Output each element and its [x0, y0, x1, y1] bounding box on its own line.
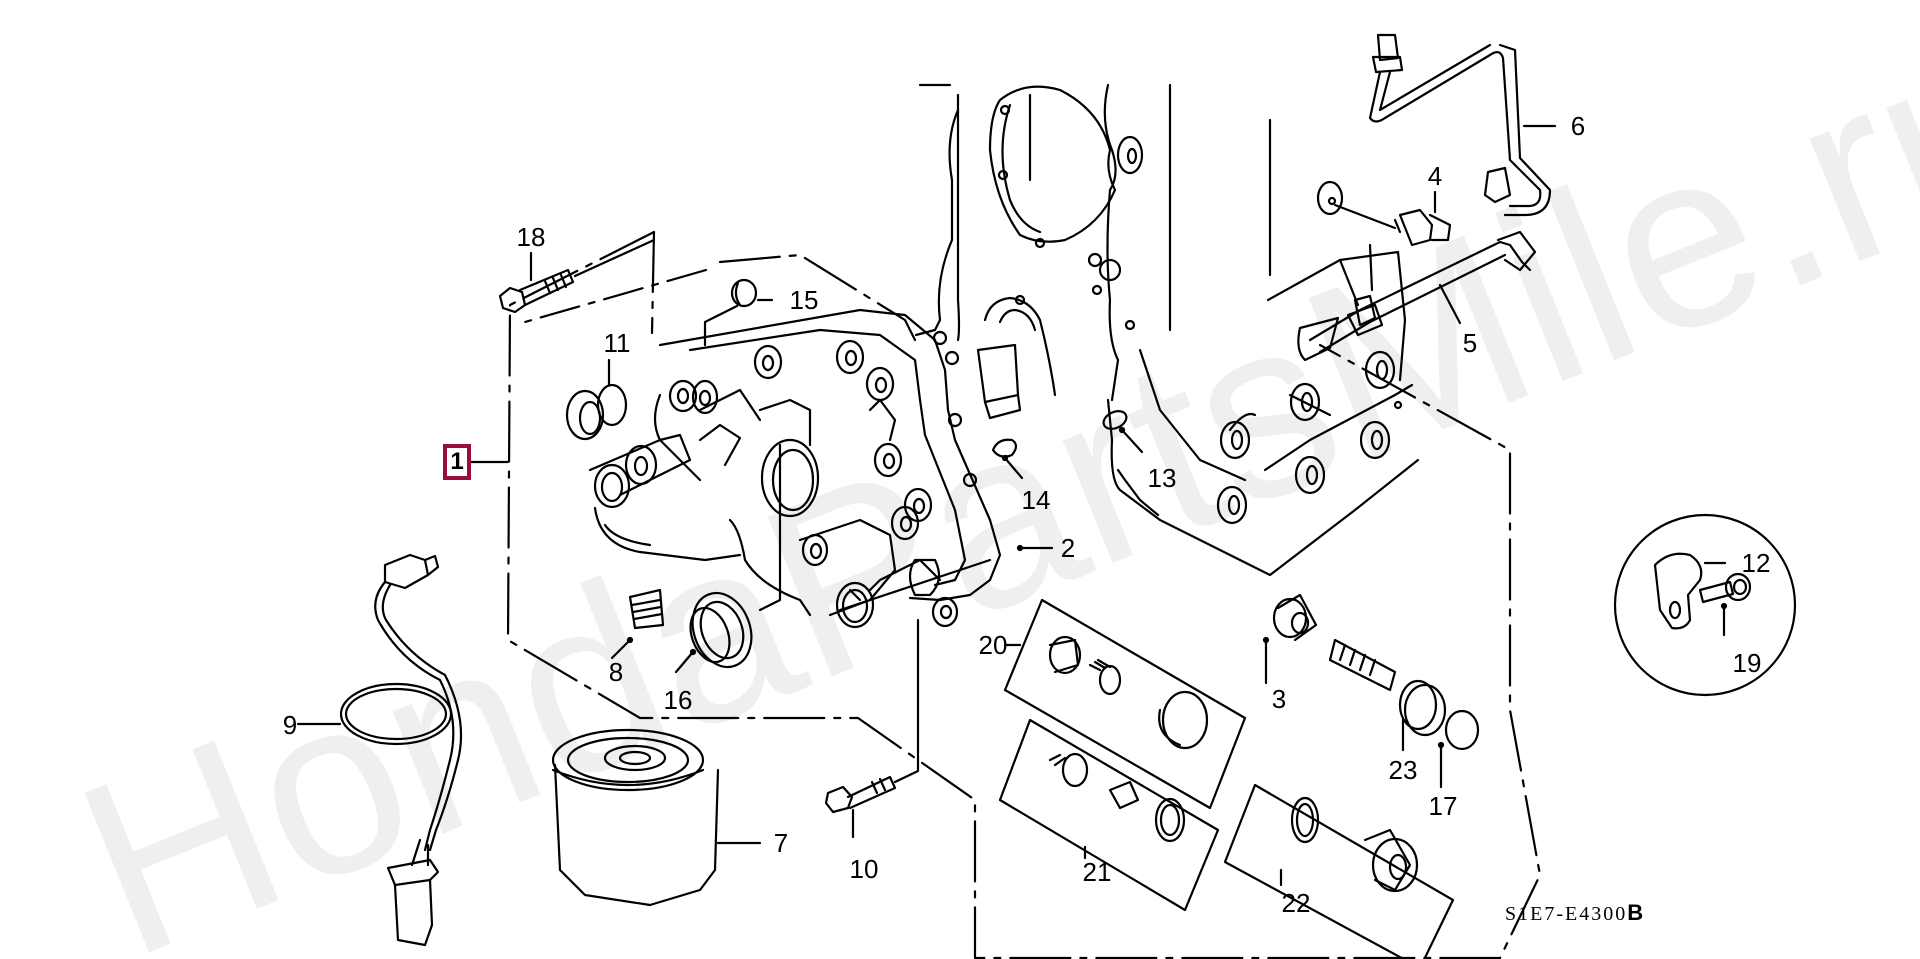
callout-2[interactable]: 2 [1060, 533, 1076, 563]
part-7-oil-filter [551, 728, 762, 907]
callout-16[interactable]: 16 [663, 685, 693, 715]
part-6-oil-pipe [1368, 33, 1557, 217]
callout-10[interactable]: 10 [849, 854, 879, 884]
callout-6[interactable]: 6 [1570, 111, 1586, 141]
part-2-leader [1016, 544, 1054, 552]
callout-22[interactable]: 22 [1281, 888, 1311, 918]
engine-block [914, 83, 1420, 577]
assembly-outline [469, 230, 1542, 959]
diagram-code-text: S1E7-E4300 [1505, 903, 1628, 925]
part-8-plug [610, 588, 665, 660]
callout-13[interactable]: 13 [1147, 463, 1177, 493]
part-16-oil-seal [674, 591, 753, 674]
assembly-callout-1[interactable]: 1 [443, 444, 471, 480]
callout-21[interactable]: 21 [1082, 857, 1112, 887]
callout-5[interactable]: 5 [1462, 328, 1478, 358]
diagram-code: S1E7-E4300B [1505, 900, 1644, 925]
detail-circle [1613, 513, 1797, 697]
callout-17[interactable]: 17 [1428, 791, 1458, 821]
part-14-o-ring [991, 438, 1024, 480]
part-22-kit [1223, 783, 1455, 959]
callout-14[interactable]: 14 [1021, 485, 1051, 515]
part-21-kit [998, 718, 1220, 912]
callout-11[interactable]: 11 [603, 328, 631, 358]
callout-4[interactable]: 4 [1427, 161, 1443, 191]
part-18-stud-bolt [498, 238, 656, 314]
callout-23[interactable]: 23 [1388, 755, 1418, 785]
callout-12[interactable]: 12 [1741, 548, 1771, 578]
callout-19[interactable]: 19 [1732, 648, 1762, 678]
part-5-oil-pipe [1297, 230, 1537, 362]
diagram-code-suffix: B [1627, 900, 1644, 925]
part-11-oil-seal [565, 358, 628, 441]
part-20-kit [1003, 598, 1247, 810]
part-3-valve-group [1262, 593, 1480, 789]
part-oil-pump-body [588, 308, 1002, 629]
callout-15[interactable]: 15 [789, 285, 819, 315]
callout-7[interactable]: 7 [773, 828, 789, 858]
callout-9[interactable]: 9 [282, 710, 298, 740]
callout-3[interactable]: 3 [1271, 684, 1287, 714]
callout-8[interactable]: 8 [608, 657, 624, 687]
callout-18[interactable]: 18 [516, 222, 546, 252]
part-9-oil-pressure-sensor [296, 553, 463, 947]
part-13-dowel-pin [1102, 410, 1144, 454]
part-10-flange-bolt [824, 618, 920, 839]
part-4-oil-pressure-switch [1316, 180, 1452, 247]
callout-20[interactable]: 20 [978, 630, 1008, 660]
